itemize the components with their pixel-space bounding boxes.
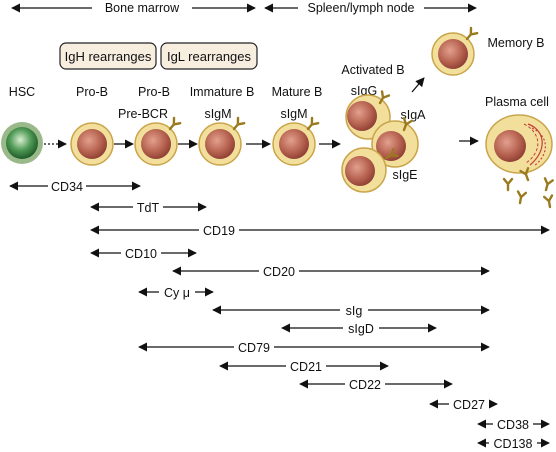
svg-text:CD19: CD19 xyxy=(203,224,235,238)
plasma-cell xyxy=(485,114,553,174)
pre-b-label: Pro-B xyxy=(138,85,170,99)
svg-text:Cy μ: Cy μ xyxy=(164,286,190,300)
svg-text:CD79: CD79 xyxy=(238,341,270,355)
spleen-header: Spleen/lymph node xyxy=(264,0,477,16)
svg-text:CD138: CD138 xyxy=(494,437,533,451)
mature-sigm-label: sIgM xyxy=(280,107,307,121)
pre-bcr-label: Pre-BCR xyxy=(118,107,168,121)
marker-sigd: sIgD xyxy=(281,320,437,336)
marker-cd27: CD27 xyxy=(429,396,498,412)
svg-text:CD22: CD22 xyxy=(349,378,381,392)
pro-b-label: Pro-B xyxy=(76,85,108,99)
marker-cd10: CD10 xyxy=(90,245,197,261)
svg-text:CD38: CD38 xyxy=(497,418,529,432)
marker-cd20: CD20 xyxy=(172,263,490,279)
activated-b-cells xyxy=(341,90,419,193)
pro-b-cell xyxy=(70,122,114,166)
bone-marrow-header: Bone marrow xyxy=(11,0,256,16)
marker-cd138: CD138 xyxy=(477,435,550,451)
immature-sigm-label: sIgM xyxy=(204,107,231,121)
marker-cd38: CD38 xyxy=(477,416,550,432)
svg-text:CD27: CD27 xyxy=(453,398,485,412)
marker-cd19: CD19 xyxy=(90,222,550,238)
mature-b-label: Mature B xyxy=(272,85,323,99)
svg-text:TdT: TdT xyxy=(137,201,160,215)
marker-sig: sIg xyxy=(212,302,490,318)
svg-text:CD20: CD20 xyxy=(263,265,295,279)
siga-label: sIgA xyxy=(400,108,426,122)
hsc-label: HSC xyxy=(9,85,35,99)
marker-cd22: CD22 xyxy=(299,376,453,392)
secreted-antibodies xyxy=(502,167,556,209)
igl-box: IgL rearranges xyxy=(160,42,258,70)
immature-b-label: Immature B xyxy=(190,85,255,99)
igl-label: IgL rearranges xyxy=(167,49,252,64)
plasma-cell-label: Plasma cell xyxy=(485,95,549,109)
marker-tdt: TdT xyxy=(90,199,207,215)
mature-b-cell xyxy=(272,116,320,166)
marker-cy-mu: Cy μ xyxy=(138,284,214,300)
sige-label: sIgE xyxy=(392,168,417,182)
igh-box: IgH rearranges xyxy=(59,42,157,70)
memory-b-label: Memory B xyxy=(488,36,545,50)
marker-cd79: CD79 xyxy=(138,339,490,355)
svg-text:CD10: CD10 xyxy=(125,247,157,261)
memory-b-cell xyxy=(431,26,479,76)
marker-cd21: CD21 xyxy=(219,358,389,374)
svg-text:CD21: CD21 xyxy=(290,360,322,374)
pre-b-cell xyxy=(134,116,182,166)
svg-text:sIg: sIg xyxy=(346,304,363,318)
spleen-label: Spleen/lymph node xyxy=(307,1,414,15)
svg-text:CD34: CD34 xyxy=(51,180,83,194)
marker-cd34: CD34 xyxy=(9,178,141,194)
igh-label: IgH rearranges xyxy=(65,49,152,64)
immature-b-cell xyxy=(198,116,246,166)
hsc-cell xyxy=(1,122,43,164)
bone-marrow-label: Bone marrow xyxy=(105,1,180,15)
activated-b-label: Activated B xyxy=(341,63,404,77)
svg-text:sIgD: sIgD xyxy=(348,322,374,336)
